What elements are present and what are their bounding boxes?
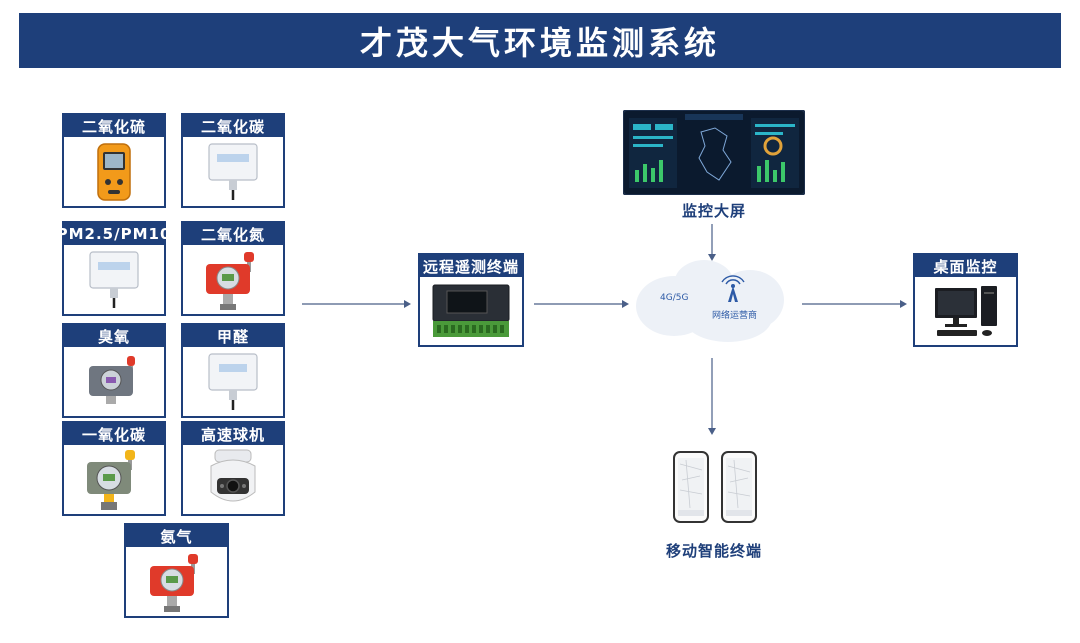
sensor-card-no2[interactable]: 二氧化氮	[181, 221, 285, 316]
network-operator-label: 网络运营商	[712, 309, 757, 321]
fixed-gas-detector-gray-icon	[89, 355, 135, 404]
smartphone-icon	[673, 451, 757, 523]
desktop-label: 桌面监控	[915, 255, 1016, 277]
wall-transmitter-icon	[89, 250, 139, 308]
fixed-gas-detector-green-icon	[87, 449, 135, 510]
sensor-card-pm[interactable]: PM2.5/PM10	[56, 221, 172, 316]
fixed-gas-detector-icon	[206, 251, 254, 310]
big-screen-label: 监控大屏	[682, 202, 747, 220]
sensor-label: 二氧化碳	[183, 115, 283, 137]
rtu-card[interactable]: 远程遥测终端	[418, 253, 524, 347]
dashboard-screen-icon	[622, 109, 806, 196]
sensor-label: 氨气	[126, 525, 227, 547]
rtu-terminal-icon	[432, 284, 510, 337]
sensor-card-co2[interactable]: 二氧化碳	[181, 113, 285, 208]
sensor-card-nh3[interactable]: 氨气	[124, 523, 229, 618]
sensor-label: 甲醛	[183, 325, 283, 347]
arrow-cloud-to-desktop	[802, 300, 907, 308]
page-title: 才茂大气环境监测系统	[359, 23, 720, 62]
mobile-devices[interactable]	[672, 450, 762, 524]
sensor-label: 二氧化氮	[183, 223, 283, 245]
arrow-cloud-to-mobile	[708, 358, 716, 435]
sensor-label: 一氧化碳	[64, 423, 164, 445]
sensor-card-hcho[interactable]: 甲醛	[181, 323, 285, 418]
dome-camera-icon	[210, 449, 256, 501]
fixed-gas-detector-icon	[149, 553, 198, 612]
sensor-label: PM2.5/PM10	[56, 223, 172, 245]
arrow-screen-to-cloud	[708, 224, 716, 261]
wall-transmitter-icon	[208, 142, 258, 200]
sensor-label: 二氧化硫	[64, 115, 164, 137]
sensor-card-so2[interactable]: 二氧化硫	[62, 113, 166, 208]
antenna-icon	[721, 275, 745, 302]
network-cloud: 4G/5G 网络运营商	[632, 256, 797, 344]
sensor-label: 高速球机	[183, 423, 283, 445]
big-screen-image[interactable]	[622, 109, 806, 196]
wall-transmitter-icon	[208, 352, 258, 410]
sensor-card-camera[interactable]: 高速球机	[181, 421, 285, 516]
sensor-label: 臭氧	[64, 325, 164, 347]
handheld-detector-icon	[97, 142, 131, 201]
mobile-label: 移动智能终端	[666, 542, 763, 560]
network-4g5g-label: 4G/5G	[660, 293, 688, 303]
title-banner: 才茂大气环境监测系统	[19, 13, 1061, 68]
desktop-card[interactable]: 桌面监控	[913, 253, 1018, 347]
rtu-label: 远程遥测终端	[420, 255, 522, 277]
sensor-card-co[interactable]: 一氧化碳	[62, 421, 166, 516]
arrow-rtu-to-cloud	[534, 300, 629, 308]
sensor-card-o3[interactable]: 臭氧	[62, 323, 166, 418]
desktop-computer-icon	[934, 286, 997, 336]
arrow-sensors-to-rtu	[302, 300, 411, 308]
